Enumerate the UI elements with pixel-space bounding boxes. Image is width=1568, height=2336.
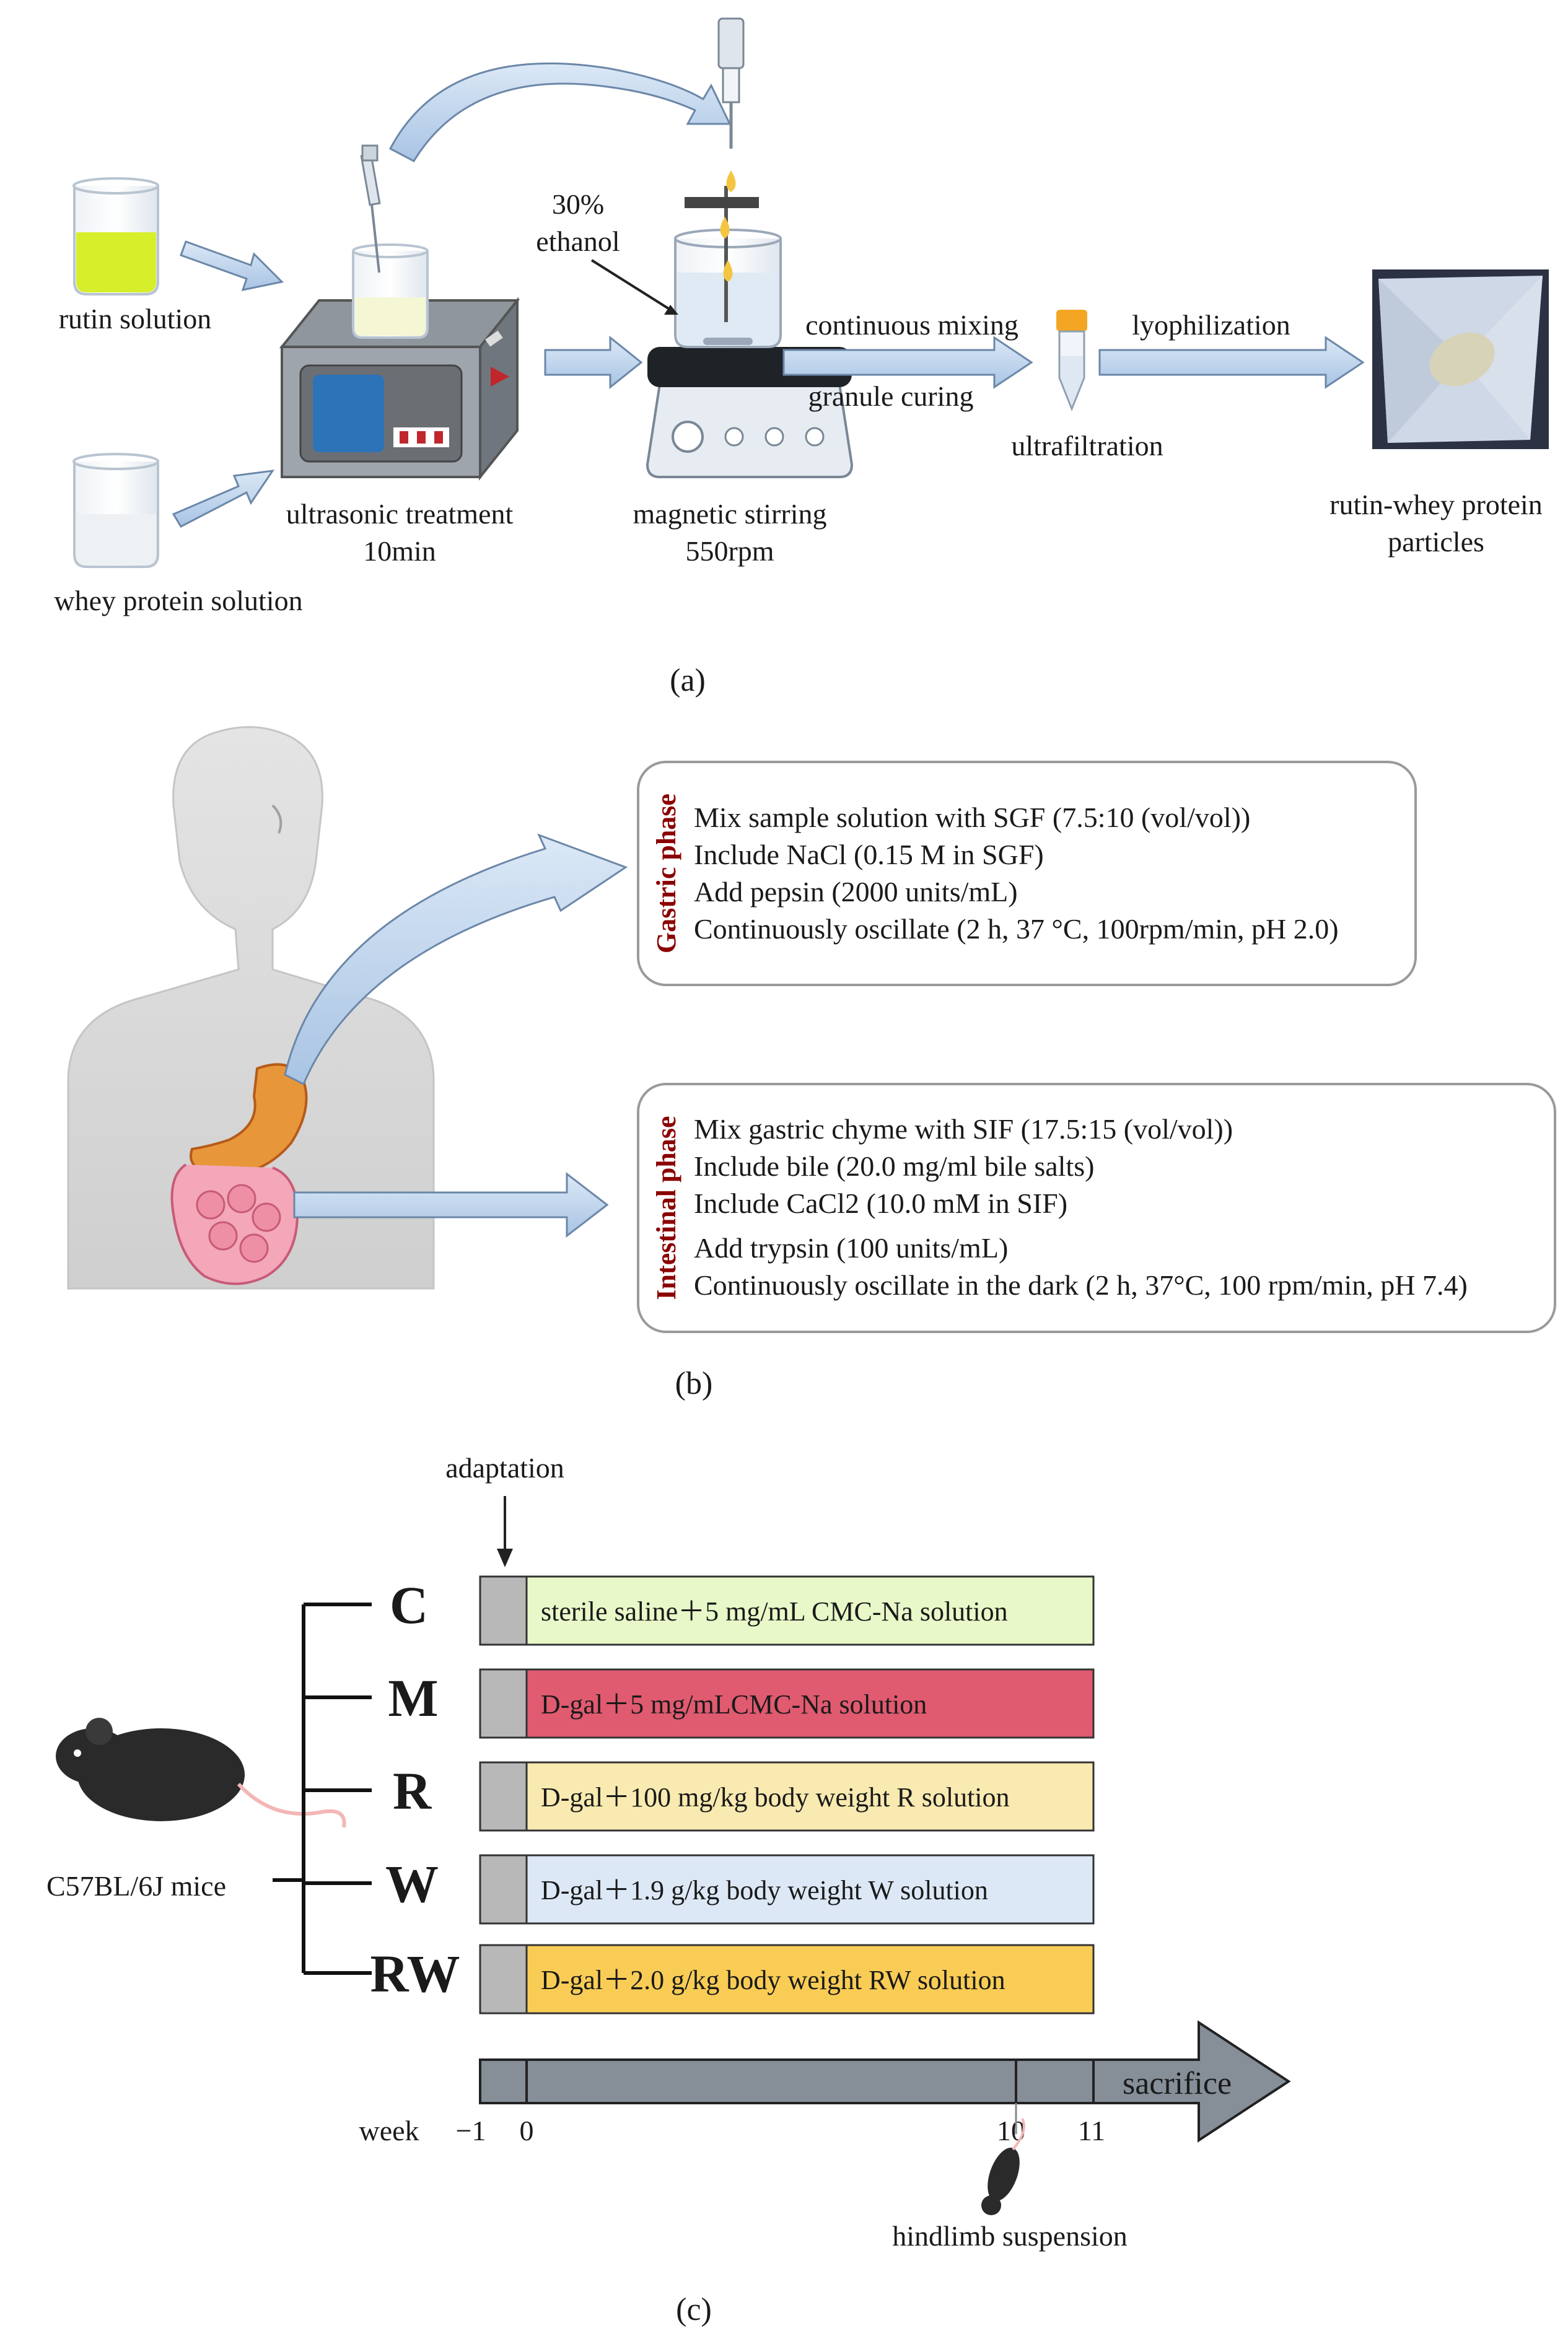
treatment-bar: [525, 1575, 1095, 1646]
adaptation-label: adaptation: [445, 1452, 564, 1484]
intestines-icon: [170, 1163, 299, 1285]
arrow-rutin-to-ultrasonic-icon: [180, 240, 284, 291]
pipette-large-icon: [717, 17, 745, 149]
pipette-small-icon: [360, 144, 381, 273]
sacrifice-label: sacrifice: [1123, 2066, 1232, 2101]
hindlimb-suspension-label: hindlimb suspension: [892, 2220, 1128, 2252]
intestinal-line: Add trypsin (100 units/mL): [694, 1232, 1008, 1264]
droplet-icon: [723, 260, 733, 282]
adaptation-pointer-head: [497, 1549, 513, 1567]
ethanol-label: ethanol: [536, 225, 620, 257]
treatment-bar: [525, 1854, 1095, 1925]
ultrasonic-time-label: 10min: [363, 535, 436, 567]
panel-c-label: (c): [676, 2292, 712, 2327]
mouse-icon: [56, 1718, 346, 1828]
whey-beaker-icon: [72, 453, 159, 568]
gastric-phase-title: Gastric phase: [651, 794, 681, 953]
whey-protein-solution-label: whey protein solution: [54, 585, 302, 616]
panel-b: Gastric phase Mix sample solution with S…: [67, 726, 1556, 1401]
arrow-to-gastric-icon: [284, 833, 628, 1086]
treatment-label: D-gal＋5 mg/mLCMC-Na solution: [541, 1689, 927, 1720]
product-label-line2: particles: [1388, 526, 1484, 558]
group-row-rw: RW D-gal＋2.0 g/kg body weight RW solutio…: [370, 1944, 1095, 2014]
intestinal-line: Include CaCl2 (10.0 mM in SIF): [694, 1188, 1067, 1219]
centrifuge-tube-icon: [1056, 310, 1087, 412]
arrow-to-ultrafiltration-icon: [782, 336, 1033, 389]
group-row-w: W D-gal＋1.9 g/kg body weight W solution: [385, 1854, 1095, 1925]
magnetic-stirring-label: magnetic stirring: [633, 498, 827, 530]
intestinal-line: Include bile (20.0 mg/ml bile salts): [694, 1150, 1094, 1182]
continuous-mixing-label: continuous mixing: [805, 309, 1018, 341]
gastric-line: Include NaCl (0.15 M in SGF): [694, 839, 1044, 870]
week-tick: −1: [456, 2115, 486, 2146]
gastric-line: Add pepsin (2000 units/mL): [694, 876, 1018, 908]
arrow-to-product-icon: [1098, 336, 1365, 389]
panel-a: rutin solution whey protein solution: [54, 17, 1549, 698]
mice-label: C57BL/6J mice: [46, 1870, 226, 1902]
arrow-whey-to-ultrasonic-icon: [172, 470, 275, 528]
ultrafiltration-label: ultrafiltration: [1011, 430, 1163, 462]
curved-arrow-icon: [388, 62, 732, 162]
intestinal-line: Mix gastric chyme with SIF (17.5:15 (vol…: [694, 1113, 1233, 1145]
intestinal-phase-box: Intestinal phase Mix gastric chyme with …: [637, 1083, 1556, 1333]
panel-c: adaptation C57BL/6J mice C steril: [46, 1452, 1291, 2327]
group-code: R: [393, 1761, 432, 1821]
group-code: C: [390, 1575, 428, 1635]
ethanol-percent-label: 30%: [552, 188, 604, 220]
lyophilization-label: lyophilization: [1132, 309, 1290, 341]
product-photo-icon: [1372, 269, 1549, 449]
granule-curing-label: granule curing: [808, 380, 974, 412]
group-bracket: [273, 1603, 372, 1975]
ethanol-pointer-head: [664, 305, 678, 315]
week-tick: 0: [520, 2115, 534, 2146]
gastric-phase-box: Gastric phase Mix sample solution with S…: [637, 761, 1417, 986]
intestinal-phase-title: Intestinal phase: [651, 1116, 681, 1300]
arrow-to-intestinal-icon: [293, 1171, 609, 1238]
group-code: M: [388, 1668, 438, 1728]
gastric-line: Mix sample solution with SGF (7.5:10 (vo…: [694, 802, 1250, 833]
treatment-label: D-gal＋2.0 g/kg body weight RW solution: [541, 1965, 1005, 1995]
droplet-icon: [720, 217, 730, 238]
group-row-m: M D-gal＋5 mg/mLCMC-Na solution: [388, 1668, 1095, 1739]
group-code: RW: [370, 1944, 460, 2003]
droplet-icon: [726, 170, 736, 192]
rutin-solution-label: rutin solution: [59, 303, 212, 335]
ultrasonic-machine-icon: [279, 297, 520, 481]
intestinal-line: Continuously oscillate in the dark (2 h,…: [694, 1269, 1468, 1301]
treatment-label: D-gal＋100 mg/kg body weight R solution: [541, 1782, 1010, 1813]
week-tick: 11: [1078, 2115, 1105, 2146]
rutin-beaker-icon: [72, 177, 159, 295]
group-code: W: [385, 1854, 439, 1914]
ultrasonic-treatment-label: ultrasonic treatment: [286, 498, 514, 530]
treatment-bar: [525, 1668, 1095, 1739]
treatment-bar: [525, 1944, 1095, 2014]
group-row-r: R D-gal＋100 mg/kg body weight R solution: [393, 1761, 1095, 1832]
treatment-label: sterile saline＋5 mg/mL CMC-Na solution: [541, 1596, 1008, 1627]
stirring-speed-label: 550rpm: [685, 535, 774, 567]
hindlimb-suspended-mouse-icon: [981, 2103, 1025, 2215]
week-tick: 10: [997, 2115, 1025, 2146]
ethanol-pointer: [590, 259, 677, 314]
panel-b-label: (b): [675, 1366, 713, 1401]
timeline: sacrifice week −1 0 10 11: [359, 2020, 1291, 2146]
treatment-bar: [525, 1761, 1095, 1832]
group-row-c: C sterile saline＋5 mg/mL CMC-Na solution: [390, 1575, 1095, 1646]
stirrer-beaker-icon: [674, 186, 782, 348]
panel-a-label: (a): [670, 663, 706, 698]
treatment-label: D-gal＋1.9 g/kg body weight W solution: [541, 1875, 988, 1905]
product-label-line1: rutin-whey protein: [1329, 489, 1543, 520]
gastric-line: Continuously oscillate (2 h, 37 °C, 100r…: [694, 913, 1339, 945]
arrow-to-stirrer-icon: [544, 335, 643, 390]
week-label: week: [359, 2115, 419, 2146]
ultrasonic-beaker-icon: [352, 243, 429, 339]
